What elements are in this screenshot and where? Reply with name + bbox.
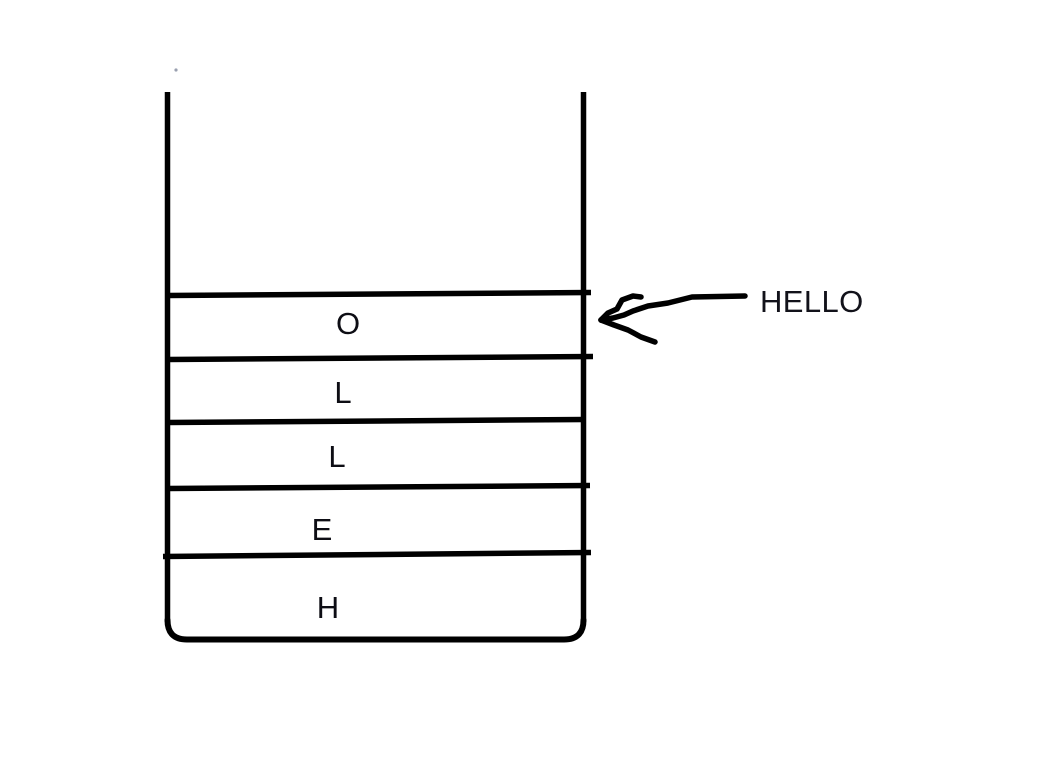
stack-bottom-base xyxy=(164,617,587,643)
divider-o-l xyxy=(167,353,594,363)
stack-cell-letter-0: O xyxy=(336,306,360,341)
annotation-arrow xyxy=(598,293,748,345)
divider-above-o xyxy=(167,289,592,299)
stack-dividers xyxy=(162,289,594,560)
stack-cell-letter-3: E xyxy=(312,512,333,547)
ink-speck xyxy=(174,68,178,72)
stack-cell-letter-2: L xyxy=(328,439,345,474)
stack-cell-letter-4: H xyxy=(317,590,339,625)
divider-l-l xyxy=(167,416,586,426)
divider-e-h xyxy=(162,549,592,560)
stack-cell-letter-1: L xyxy=(334,375,351,410)
annotation-label-hello: HELLO xyxy=(760,284,864,319)
divider-l-e xyxy=(167,482,591,492)
